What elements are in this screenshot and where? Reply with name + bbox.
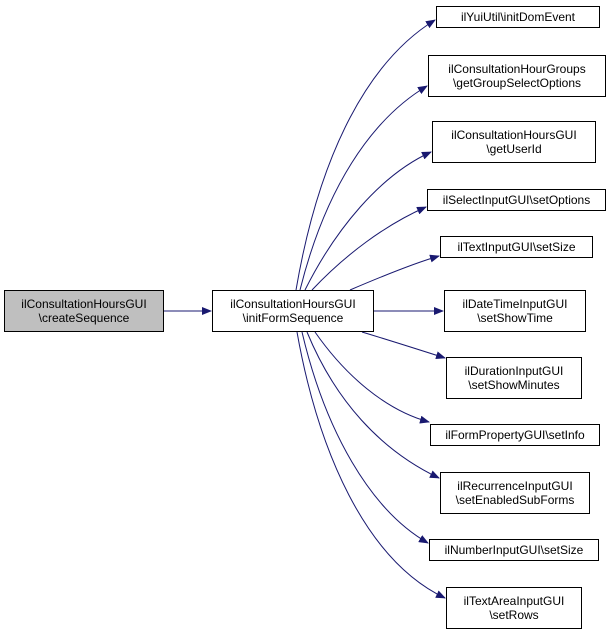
node-callee-6-line1: ilDurationInputGUI [464, 364, 564, 378]
edge-middle-to-callee-9 [301, 331, 429, 544]
edge-middle-to-callee-8 [306, 331, 440, 479]
edge-middle-to-callee-0 [295, 19, 436, 291]
node-callee-1-line2: \getGroupSelectOptions [452, 76, 582, 90]
node-callee-8-line2: \setEnabledSubForms [455, 493, 575, 507]
node-callee-10[interactable]: ilTextAreaInputGUI \setRows [446, 587, 582, 629]
node-callee-6[interactable]: ilDurationInputGUI \setShowMinutes [446, 357, 582, 399]
node-callee-9-line1: ilNumberInputGUI\setSize [444, 543, 584, 557]
edge-middle-to-callee-2 [304, 151, 432, 291]
node-callee-1[interactable]: ilConsultationHourGroups \getGroupSelect… [428, 55, 606, 97]
node-callee-5-line2: \setShowTime [477, 311, 553, 325]
edge-middle-to-callee-1 [299, 85, 428, 291]
node-middle-line2: \initFormSequence [242, 311, 344, 325]
node-middle-line1: ilConsultationHoursGUI [230, 297, 356, 311]
node-root: ilConsultationHoursGUI \createSequence [4, 290, 164, 332]
node-callee-1-line1: ilConsultationHourGroups [448, 62, 586, 76]
node-callee-4-line1: ilTextInputGUI\setSize [457, 240, 576, 254]
edge-middle-to-callee-7 [314, 331, 430, 424]
node-root-line1: ilConsultationHoursGUI [21, 297, 147, 311]
node-callee-2-line1: ilConsultationHoursGUI [451, 128, 577, 142]
node-callee-9[interactable]: ilNumberInputGUI\setSize [429, 539, 599, 561]
edge-middle-to-callee-3 [311, 206, 427, 291]
node-callee-2-line2: \getUserId [486, 142, 542, 156]
node-middle[interactable]: ilConsultationHoursGUI \initFormSequence [212, 290, 374, 332]
node-callee-7[interactable]: ilFormPropertyGUI\setInfo [430, 424, 600, 446]
edge-middle-to-callee-6 [361, 331, 446, 360]
node-callee-3-line1: ilSelectInputGUI\setOptions [442, 193, 591, 207]
node-callee-4[interactable]: ilTextInputGUI\setSize [440, 236, 593, 258]
node-callee-0[interactable]: ilYuiUtil\initDomEvent [436, 6, 600, 28]
node-root-line2: \createSequence [38, 311, 130, 325]
node-callee-8-line1: ilRecurrenceInputGUI [457, 479, 573, 493]
node-callee-8[interactable]: ilRecurrenceInputGUI \setEnabledSubForms [440, 472, 590, 514]
node-callee-10-line1: ilTextAreaInputGUI [463, 594, 565, 608]
node-callee-7-line1: ilFormPropertyGUI\setInfo [445, 428, 585, 442]
edge-middle-to-callee-4 [349, 254, 440, 291]
node-callee-3[interactable]: ilSelectInputGUI\setOptions [427, 189, 606, 211]
node-callee-5[interactable]: ilDateTimeInputGUI \setShowTime [444, 290, 586, 332]
node-callee-2[interactable]: ilConsultationHoursGUI \getUserId [432, 121, 596, 163]
node-callee-5-line1: ilDateTimeInputGUI [462, 297, 568, 311]
edge-middle-to-callee-10 [296, 331, 446, 599]
node-callee-10-line2: \setRows [489, 608, 539, 622]
node-callee-0-line1: ilYuiUtil\initDomEvent [460, 10, 576, 24]
node-callee-6-line2: \setShowMinutes [468, 378, 560, 392]
